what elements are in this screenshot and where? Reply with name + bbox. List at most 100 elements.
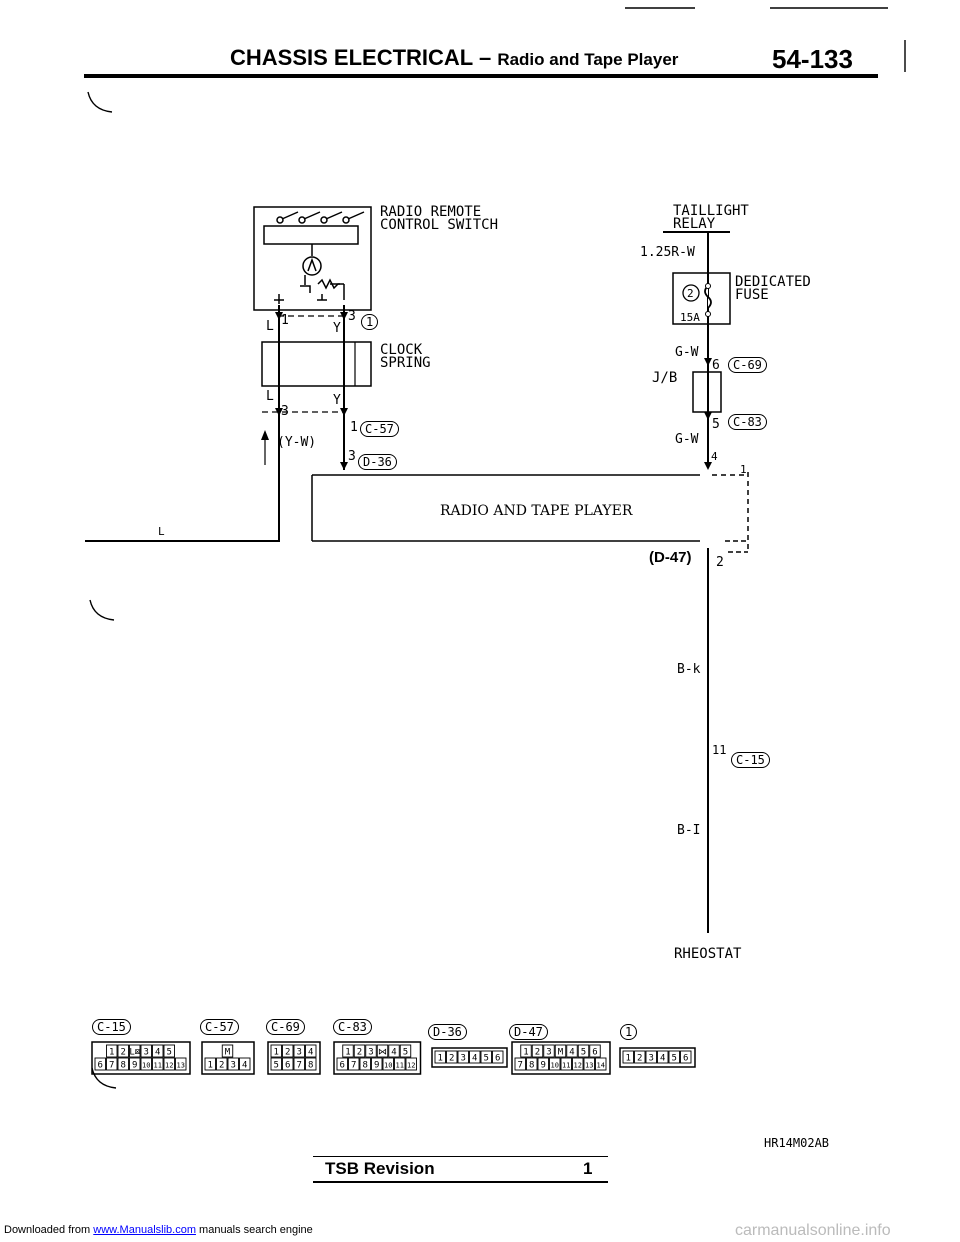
pin-4: 4 [711, 450, 718, 463]
connector-cavity [293, 1057, 305, 1071]
footer-suffix: manuals search engine [195, 1224, 313, 1236]
radio-remote-switch-symbol [253, 206, 372, 311]
connector-pin-number: 5 [581, 1048, 586, 1058]
connector-face-outline [201, 1041, 255, 1075]
connector-face-outline [431, 1047, 508, 1068]
fuse-box [672, 272, 731, 325]
connector-cavity [216, 1057, 228, 1071]
connector-pin-number: 10 [384, 1062, 392, 1070]
connector-cavity [480, 1050, 492, 1064]
bottom-connector-label-c-83: C-83 [333, 1019, 372, 1035]
connector-cavity [680, 1050, 692, 1064]
connector-pin-number: 12 [574, 1062, 582, 1070]
binding-marks [87, 7, 906, 1089]
connector-face-outline [267, 1041, 321, 1075]
connector-pin-number: 11 [154, 1062, 162, 1070]
connector-pin-number: 3 [144, 1048, 149, 1058]
connector-pin-number: 1 [109, 1048, 114, 1058]
connector-cavity [239, 1057, 251, 1071]
connector-cavity [388, 1044, 400, 1058]
bottom-connector-label-1: 1 [620, 1024, 638, 1040]
wire-label-L-left: L [158, 525, 165, 538]
connector-cavity [376, 1044, 389, 1058]
connector-pin-number: 1 [208, 1061, 213, 1071]
connector-cavity [336, 1057, 348, 1071]
connector-cavity [492, 1050, 504, 1064]
connector-cavity [94, 1057, 106, 1071]
connector-cavity [152, 1057, 164, 1071]
connector-pin-number: 5 [403, 1048, 408, 1058]
manualslib-link[interactable]: www.Manualslib.com [93, 1224, 196, 1236]
dedicated-fuse-label: DEDICATED FUSE [735, 274, 811, 303]
header-rule [84, 74, 878, 78]
connector-pin-number: 11 [396, 1062, 404, 1070]
connector-cavity [399, 1044, 412, 1058]
connector-cavity [537, 1057, 549, 1071]
wire-label-Y-upper: Y [333, 321, 341, 336]
pin-6-c69: 6 [712, 358, 720, 373]
connector-pin-number: 9 [132, 1061, 137, 1071]
pin-2-d47: 2 [716, 555, 724, 570]
connector-cavity [152, 1044, 164, 1058]
connector-cavity [434, 1050, 446, 1064]
connector-pin-number: 14 [597, 1062, 605, 1070]
clock-spring-label: CLOCK SPRING [380, 342, 431, 371]
radio-remote-switch-label: RADIO REMOTE CONTROL SWITCH [380, 204, 499, 233]
fuse-number: 2 [687, 287, 694, 300]
connector-pin-number: 5 [274, 1061, 279, 1071]
watermark: carmanualsonline.info [735, 1222, 891, 1239]
wire-label-L-upper: L [266, 319, 274, 334]
connector-pin-number: 1 [438, 1054, 443, 1064]
connector-pin-number: 8 [529, 1061, 534, 1071]
connector-pin-number: 2 [121, 1048, 126, 1058]
connector-tag-d-47: (D-47) [649, 549, 692, 566]
connector-pin-number: 3 [297, 1048, 302, 1058]
connector-cavity [270, 1044, 282, 1058]
connector-cavity [668, 1050, 680, 1064]
connector-cavity [163, 1057, 175, 1071]
taillight-relay-label: TAILLIGHT RELAY [673, 203, 749, 232]
figure-code: HR14M02AB [764, 1136, 830, 1150]
connector-pin-number: 5 [167, 1048, 172, 1058]
page-number: 54-133 [772, 44, 853, 74]
connector-tag-1: 1 [361, 314, 379, 330]
connector-cavity [572, 1057, 584, 1071]
connector-cavity [645, 1050, 657, 1064]
wire-label-g-w-lower: G-W [675, 432, 699, 447]
connector-pin-number: 2 [637, 1054, 642, 1064]
connector-pin-number: 7 [518, 1061, 523, 1071]
pin-3-switch: 3 [348, 309, 356, 324]
connector-cavity [560, 1057, 572, 1071]
connector-tag-c-57: C-57 [360, 421, 399, 437]
connector-cavity [175, 1057, 187, 1071]
connector-pin-number: 7 [297, 1061, 302, 1071]
connector-tag-c-15: C-15 [731, 752, 770, 768]
connector-pin-number: 2 [357, 1048, 362, 1058]
connector-tag-c-69: C-69 [728, 357, 767, 373]
connector-pin-number: 3 [231, 1061, 236, 1071]
connector-pin-number: 4 [242, 1061, 247, 1071]
radio-tape-player-label: RADIO AND TAPE PLAYER [440, 503, 633, 519]
connector-pin-number: M [558, 1048, 564, 1058]
connector-cavity [457, 1050, 469, 1064]
connector-cavity [204, 1057, 216, 1071]
wire-label-L-lower: L [266, 389, 274, 404]
connector-cavity [566, 1044, 578, 1058]
wire-label-b-k: B-k [677, 662, 701, 677]
connector-cavity [405, 1057, 417, 1071]
connector-cavity [394, 1057, 406, 1071]
connector-pin-number: 1 [345, 1048, 350, 1058]
connector-cavity [526, 1057, 538, 1071]
connector-cavity [282, 1057, 294, 1071]
connector-pin-number: 9 [374, 1061, 379, 1071]
connector-cavity [221, 1044, 234, 1058]
connector-pin-number: 3 [546, 1048, 551, 1058]
connector-pin-number: 12 [407, 1062, 415, 1070]
pin-3-d36: 3 [348, 449, 356, 464]
connector-pin-number: 2 [449, 1054, 454, 1064]
